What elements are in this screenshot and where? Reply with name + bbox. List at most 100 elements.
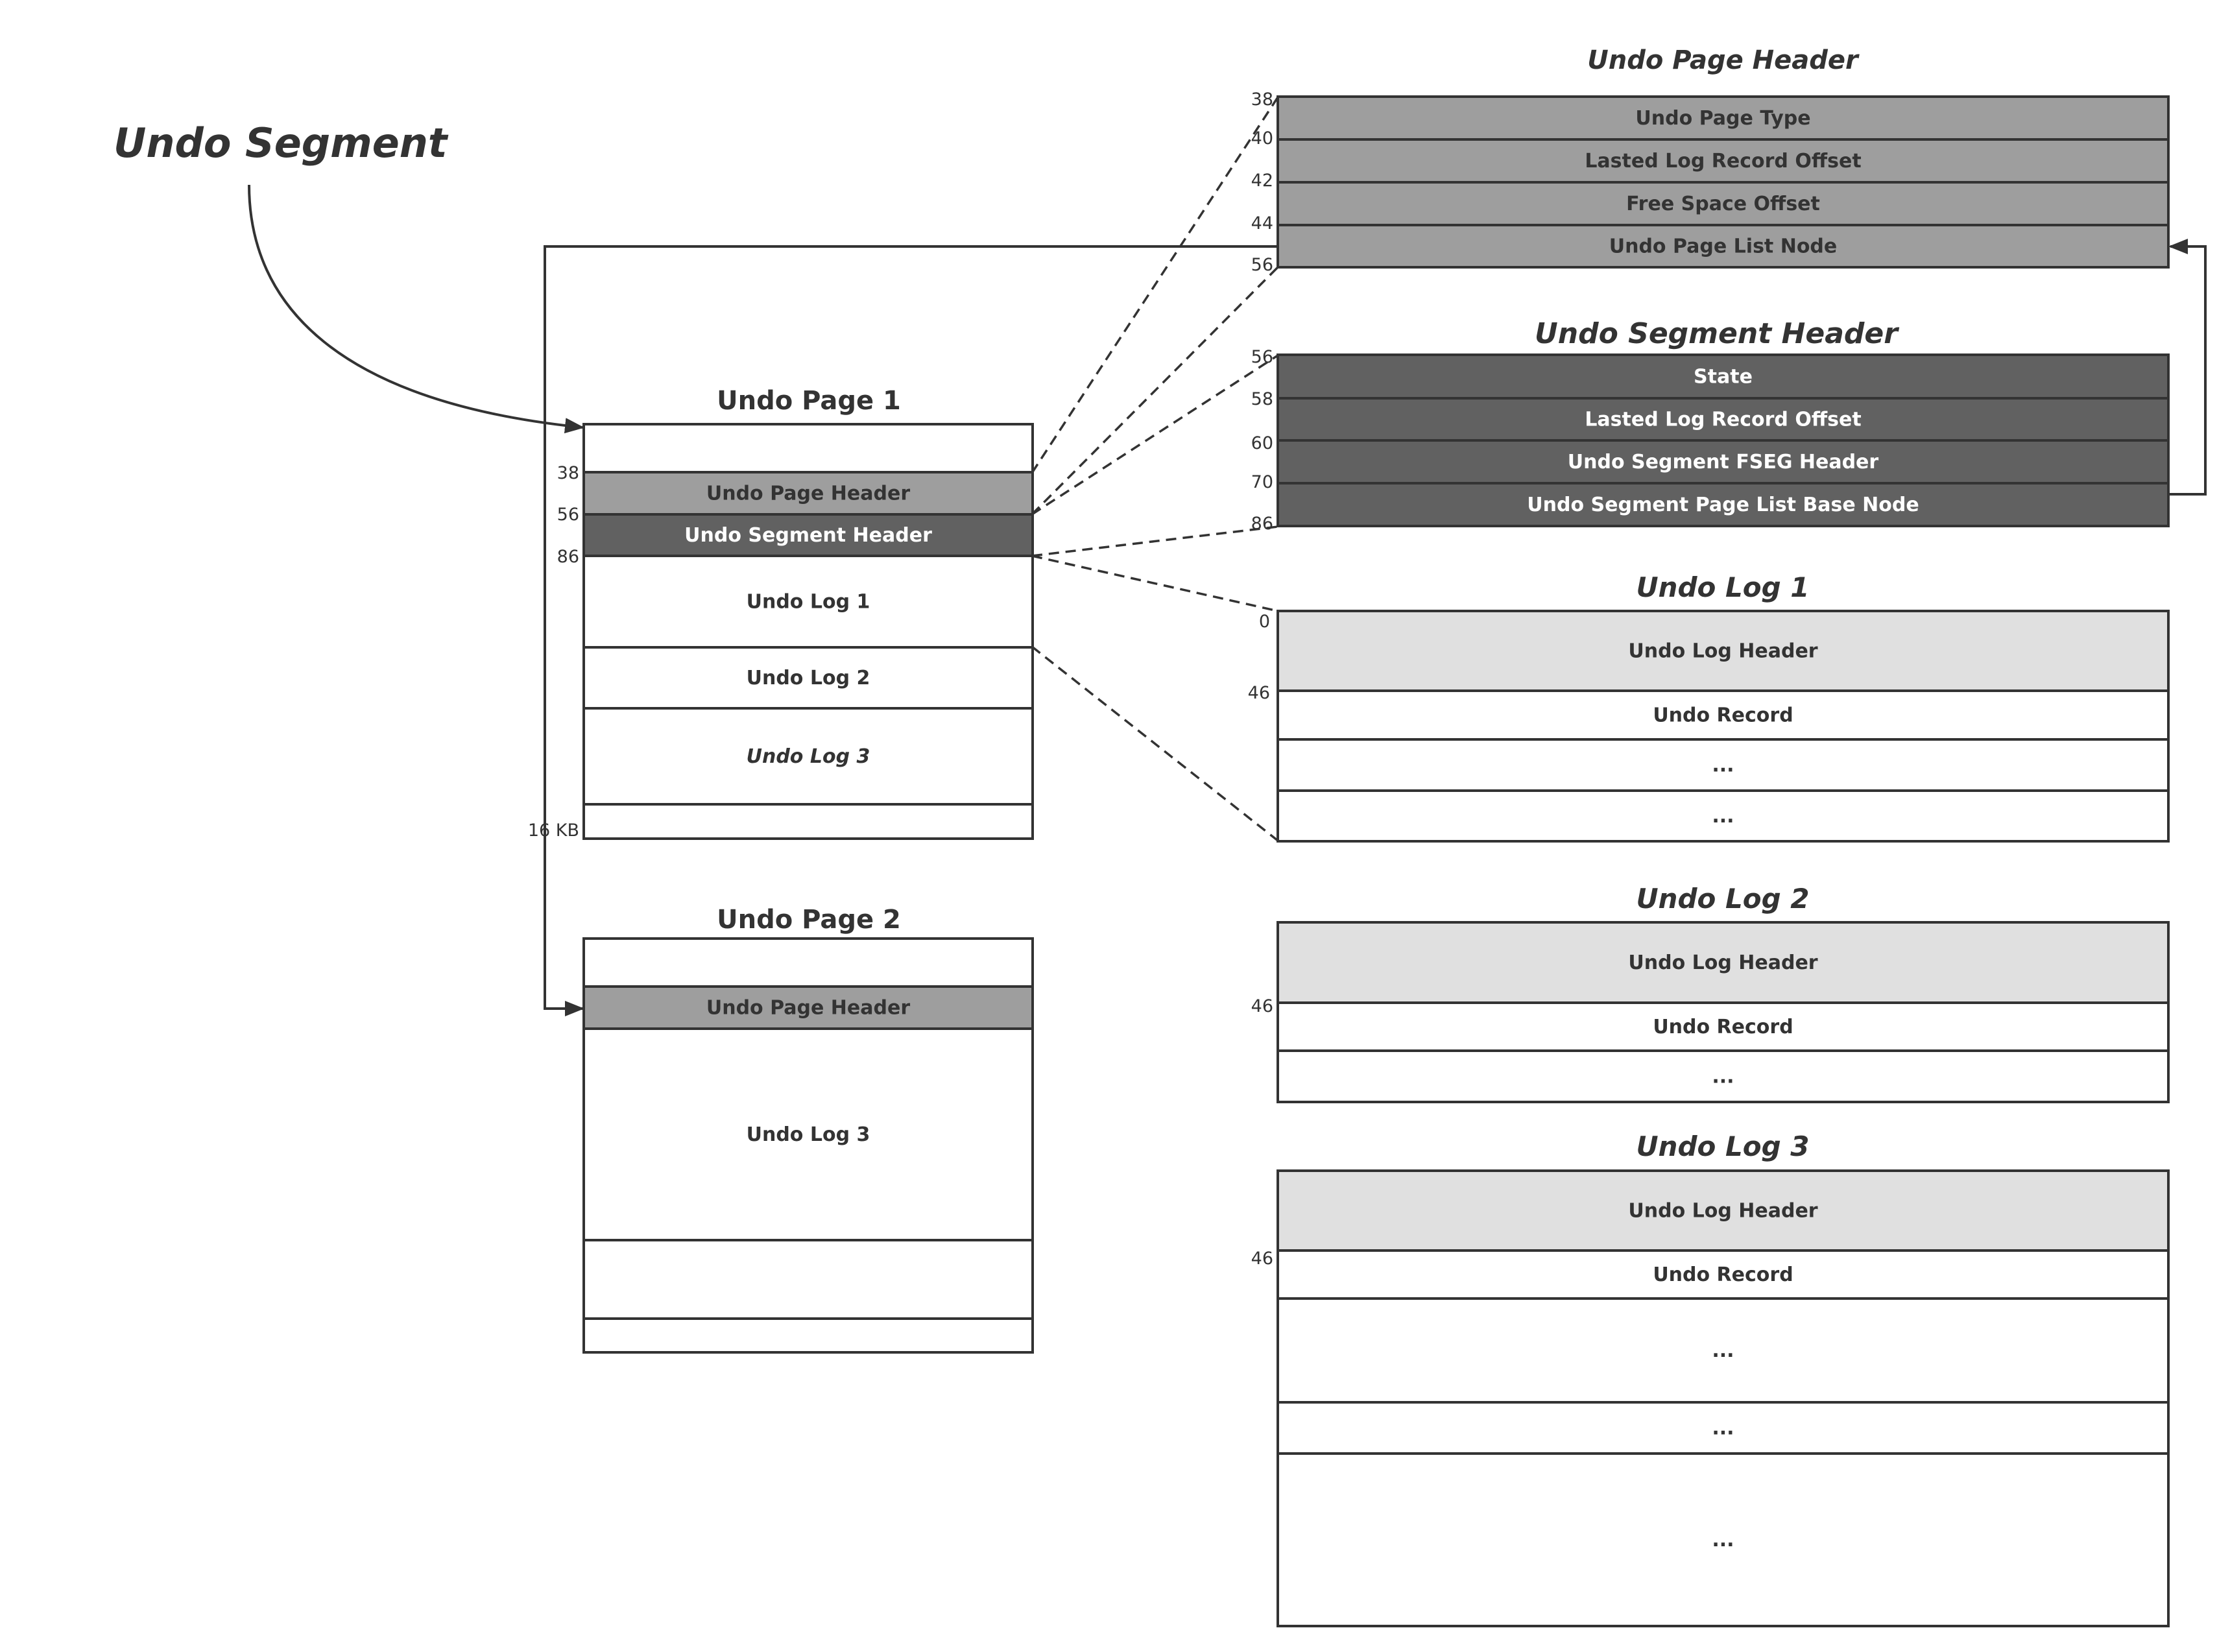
segment-header-expansion-line-bottom — [1031, 525, 1278, 557]
segment-header-expansion-line-top — [1031, 354, 1278, 516]
undo-log-3-title: Undo Log 3 — [1636, 1131, 1809, 1162]
segment-header-detail-cell-label: Undo Segment Page List Base Node — [1527, 494, 1919, 516]
page-header-detail-offset-label: 42 — [1251, 171, 1273, 191]
page-header-expansion-line-bottom — [1031, 266, 1279, 516]
undo-page-1-cell-label: Undo Log 1 — [747, 591, 870, 614]
undo-log-3-cell-label: Undo Log Header — [1628, 1200, 1817, 1223]
segment-header-detail-cell-undo-segment-fseg-header — [1277, 439, 2170, 485]
undo-page-1-cell-undo-log-3 — [582, 707, 1034, 806]
undo-log-1-expansion-line-top — [1031, 555, 1278, 612]
page-header-detail-cell-label: Lasted Log Record Offset — [1585, 150, 1861, 173]
undo-page-2-cell-empty — [582, 937, 1034, 988]
undo-log-1-cell-undo-log-header — [1277, 610, 2170, 692]
undo-log-1-cell-label: ... — [1712, 754, 1734, 777]
undo-page-2-title: Undo Page 2 — [717, 905, 901, 935]
segment-header-detail-offset-label: 60 — [1251, 433, 1273, 453]
undo-page-1-cell-empty — [582, 423, 1034, 473]
undo-page-2-cell-label: Undo Page Header — [706, 997, 910, 1020]
segment-header-detail-title: Undo Segment Header — [1535, 317, 1899, 350]
undo-page-1-offset-label: 38 — [557, 463, 579, 483]
page-header-detail-offset-label: 44 — [1251, 213, 1273, 233]
undo-log-3-offset-label: 46 — [1251, 1249, 1273, 1269]
segment-header-detail-offset-label: 56 — [1251, 347, 1273, 367]
undo-log-1-offset-label: 0 — [1259, 612, 1270, 632]
undo-log-1-title: Undo Log 1 — [1636, 571, 1809, 603]
undo-log-2-cell-undo-log-header — [1277, 921, 2170, 1004]
undo-log-3-cell-label: ... — [1712, 1417, 1734, 1440]
undo-log-3-cell-label: Undo Record — [1653, 1263, 1793, 1286]
segment-header-detail-cell-label: State — [1694, 366, 1753, 389]
undo-log-2-cell-empty — [1277, 1049, 2170, 1103]
undo-page-1-cell-undo-page-header — [582, 471, 1034, 516]
segment-header-detail-cell-state — [1277, 353, 2170, 400]
page-header-detail-offset-label: 40 — [1251, 128, 1273, 149]
base-node-to-page-list-node-arrow — [2168, 239, 2207, 496]
undo-page-2-cell-empty — [582, 1317, 1034, 1354]
undo-page-1-cell-label: Undo Segment Header — [684, 524, 932, 547]
undo-page-1-cell-undo-log-2 — [582, 646, 1034, 710]
segment-header-detail-offset-label: 70 — [1251, 472, 1273, 492]
undo-log-1-cell-label: ... — [1712, 805, 1734, 828]
undo-page-1-cell-label: Undo Page Header — [706, 483, 910, 505]
undo-page-1-offset-label: 86 — [557, 547, 579, 567]
page-header-detail-offset-label: 56 — [1251, 255, 1273, 275]
undo-log-1-cell-undo-record — [1277, 689, 2170, 741]
page-header-detail-cell-undo-page-type — [1277, 95, 2170, 141]
undo-log-1-offset-label: 46 — [1248, 683, 1270, 703]
undo-segment-arrow — [248, 184, 584, 434]
undo-log-1-expansion-line-bottom — [1031, 645, 1279, 842]
undo-log-2-offset-label: 46 — [1251, 996, 1273, 1016]
undo-log-2-title: Undo Log 2 — [1636, 883, 1809, 915]
undo-page-1-title: Undo Page 1 — [717, 386, 901, 416]
segment-header-detail-offset-label: 86 — [1251, 514, 1273, 534]
page-header-detail-cell-label: Free Space Offset — [1626, 193, 1820, 215]
page-header-detail-title: Undo Page Header — [1587, 45, 1860, 75]
connectors — [248, 97, 2207, 1016]
undo-log-3-cell-label: ... — [1712, 1529, 1734, 1551]
page-header-detail-cell-free-space-offset — [1277, 181, 2170, 226]
undo-log-2-cell-label: ... — [1712, 1066, 1734, 1088]
undo-log-1-cell-empty — [1277, 789, 2170, 843]
undo-page-2-cell-label: Undo Log 3 — [747, 1123, 870, 1146]
undo-log-3-cell-undo-log-header — [1277, 1169, 2170, 1252]
undo-page-2-cell-empty — [582, 1239, 1034, 1320]
undo-page-2-cell-undo-log-3 — [582, 1027, 1034, 1241]
undo-page-1-cell-label: Undo Log 3 — [747, 745, 870, 768]
page-header-detail-offset-label: 38 — [1251, 90, 1273, 110]
segment-header-detail-cell-label: Undo Segment FSEG Header — [1568, 451, 1879, 473]
undo-log-2-cell-undo-record — [1277, 1001, 2170, 1052]
segment-header-detail-cell-label: Lasted Log Record Offset — [1585, 409, 1861, 431]
undo-log-2-cell-label: Undo Record — [1653, 1016, 1793, 1038]
page-list-node-link-arrow — [544, 245, 1278, 1016]
undo-log-3-cell-label: ... — [1712, 1339, 1734, 1362]
page-header-detail-cell-label: Undo Page Type — [1635, 107, 1810, 130]
segment-header-detail-cell-undo-segment-page-list-base-node — [1277, 482, 2170, 527]
undo-log-1-cell-label: Undo Record — [1653, 704, 1793, 727]
undo-log-3-cell-empty — [1277, 1297, 2170, 1404]
page-header-detail-cell-undo-page-list-node — [1277, 224, 2170, 269]
undo-segment-title: Undo Segment — [114, 119, 449, 167]
undo-page-1-cell-label: Undo Log 2 — [747, 667, 870, 689]
undo-log-3-cell-empty — [1277, 1452, 2170, 1627]
undo-page-1-offset-label: 56 — [557, 505, 579, 525]
undo-log-2-cell-label: Undo Log Header — [1628, 952, 1817, 974]
page-header-expansion-line-top — [1031, 97, 1279, 473]
segment-header-detail-cell-lasted-log-record-offset — [1277, 397, 2170, 442]
undo-log-1-cell-empty — [1277, 738, 2170, 792]
undo-page-1-offset-label: 16 KB — [528, 820, 579, 841]
page-header-detail-cell-label: Undo Page List Node — [1609, 235, 1838, 258]
undo-log-1-cell-label: Undo Log Header — [1628, 640, 1817, 663]
undo-page-1-cell-undo-log-1 — [582, 555, 1034, 649]
undo-page-2-cell-undo-page-header — [582, 985, 1034, 1030]
segment-header-detail-offset-label: 58 — [1251, 389, 1273, 409]
undo-page-1-cell-empty — [582, 803, 1034, 840]
undo-log-3-cell-empty — [1277, 1401, 2170, 1455]
